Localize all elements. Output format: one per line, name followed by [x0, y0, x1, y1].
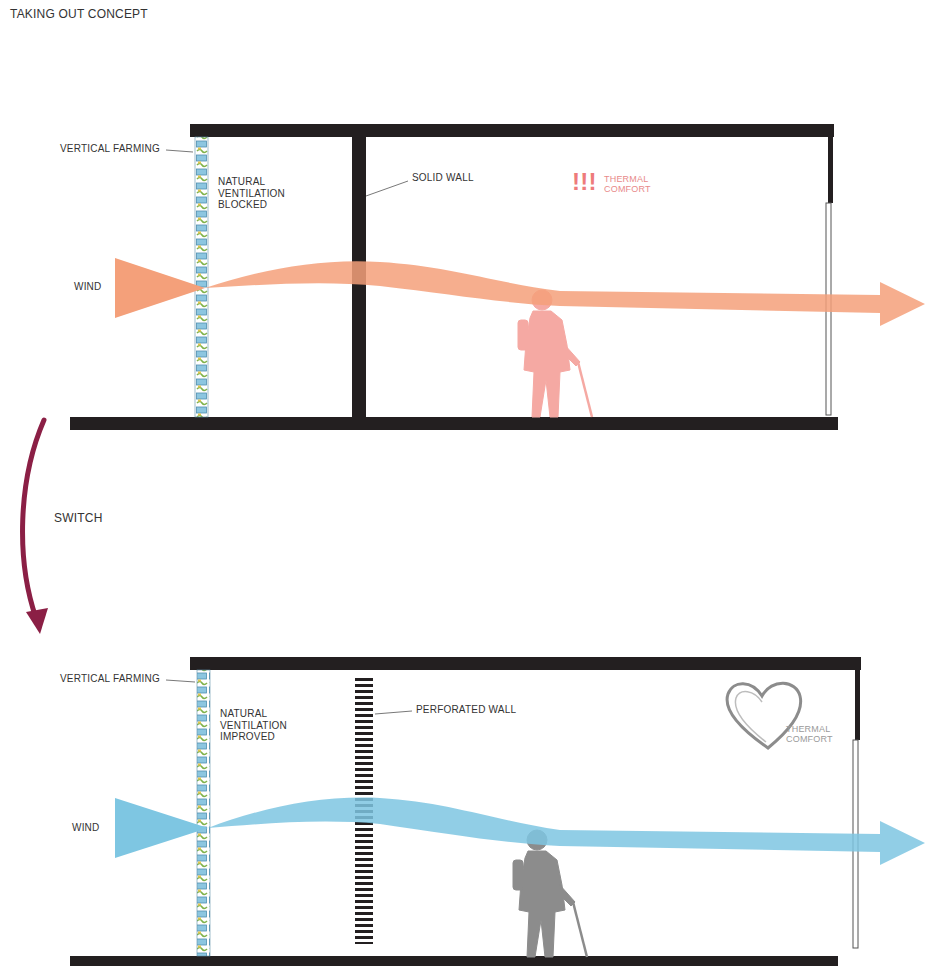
switch-arrow — [23, 420, 48, 634]
elderly-person — [513, 830, 587, 957]
note-label: NATURAL VENTILATION BLOCKED — [218, 176, 296, 211]
facade-wall — [828, 137, 833, 203]
part-label: SOLID WALL — [412, 172, 474, 184]
part-label: PERFORATED WALL — [416, 704, 516, 716]
floor-slab — [70, 417, 838, 430]
switch-label: SWITCH — [54, 512, 103, 526]
wind-label: WIND — [72, 822, 99, 834]
comfort-label: THERMAL COMFORT — [786, 724, 856, 745]
note-label: NATURAL VENTILATION IMPROVED — [220, 708, 298, 743]
wind-wedge — [115, 258, 205, 318]
comfort-label: THERMAL COMFORT — [604, 174, 674, 195]
part-label: VERTICAL FARMING — [60, 143, 160, 155]
vertical-farming-strip — [197, 670, 210, 956]
leader-line — [366, 181, 408, 196]
leader-line — [166, 680, 195, 682]
wind-flow-arrow — [208, 798, 925, 865]
leader-line — [375, 711, 412, 714]
wind-wedge — [115, 798, 208, 858]
switch-curve — [23, 420, 44, 618]
section-before — [70, 124, 925, 430]
ceiling-slab — [190, 124, 834, 137]
diagram-title: TAKING OUT CONCEPT — [10, 8, 148, 22]
heart-icon-inner — [735, 692, 766, 742]
leader-line — [166, 150, 193, 152]
part-label: VERTICAL FARMING — [60, 673, 160, 685]
floor-slab — [70, 956, 838, 966]
elderly-person — [518, 290, 592, 417]
section-after — [70, 657, 925, 966]
alert-mark: !!! — [572, 168, 597, 196]
wind-label: WIND — [74, 281, 101, 293]
vertical-farming-strip — [195, 137, 208, 417]
switch-arrowhead — [26, 608, 48, 634]
facade-wall — [855, 670, 860, 740]
wind-flow-arrow — [205, 261, 925, 326]
ceiling-slab — [190, 657, 861, 670]
